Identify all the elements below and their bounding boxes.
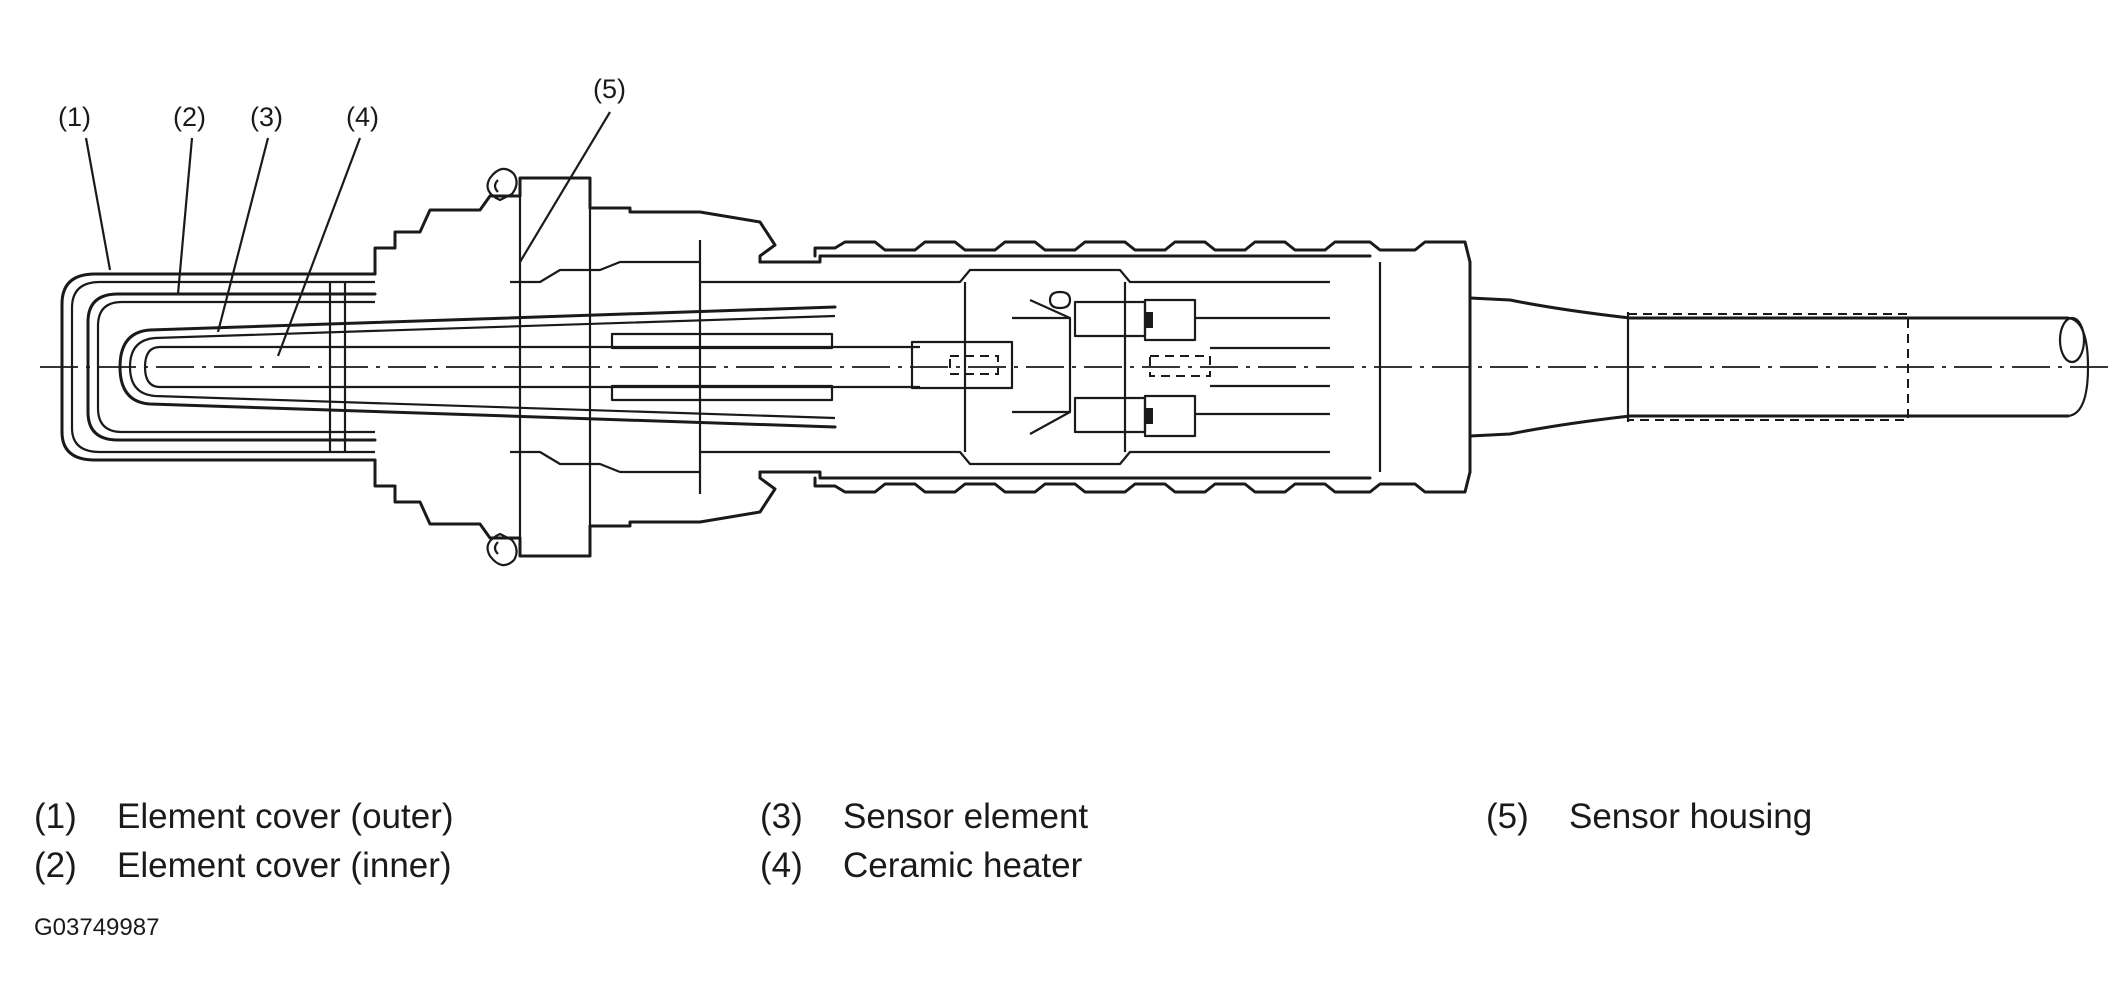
leader-line-2 <box>176 137 194 295</box>
callout-label-5: (5) <box>593 74 626 104</box>
legend-text: Sensor element <box>843 797 1089 836</box>
callout-label-3: (3) <box>250 102 283 132</box>
legend-text: Element cover (inner) <box>117 846 452 885</box>
sensor-body <box>700 240 1472 494</box>
callout-label-1: (1) <box>58 102 91 132</box>
legend-number: (2) <box>34 846 77 885</box>
legend-number: (4) <box>760 846 803 885</box>
callout-label-2: (2) <box>173 102 206 132</box>
legend-number: (5) <box>1486 797 1529 836</box>
figure-code: G03749987 <box>34 914 160 941</box>
legend-number: (1) <box>34 797 77 836</box>
leader-line-3 <box>216 137 270 333</box>
leader-line-1 <box>84 137 112 271</box>
legend-number: (3) <box>760 797 803 836</box>
callout-label-4: (4) <box>346 102 379 132</box>
element-cover-inner <box>86 292 377 442</box>
leader-line-4 <box>276 137 362 357</box>
sensor-cable <box>1468 296 2090 438</box>
ceramic-heater <box>143 332 920 402</box>
element-cover-outer <box>60 272 377 462</box>
legend-text: Sensor housing <box>1569 797 1813 836</box>
sensor-element <box>118 305 837 429</box>
leader-line-5 <box>519 111 611 263</box>
legend-text: Ceramic heater <box>843 846 1083 885</box>
legend-text: Element cover (outer) <box>117 797 454 836</box>
